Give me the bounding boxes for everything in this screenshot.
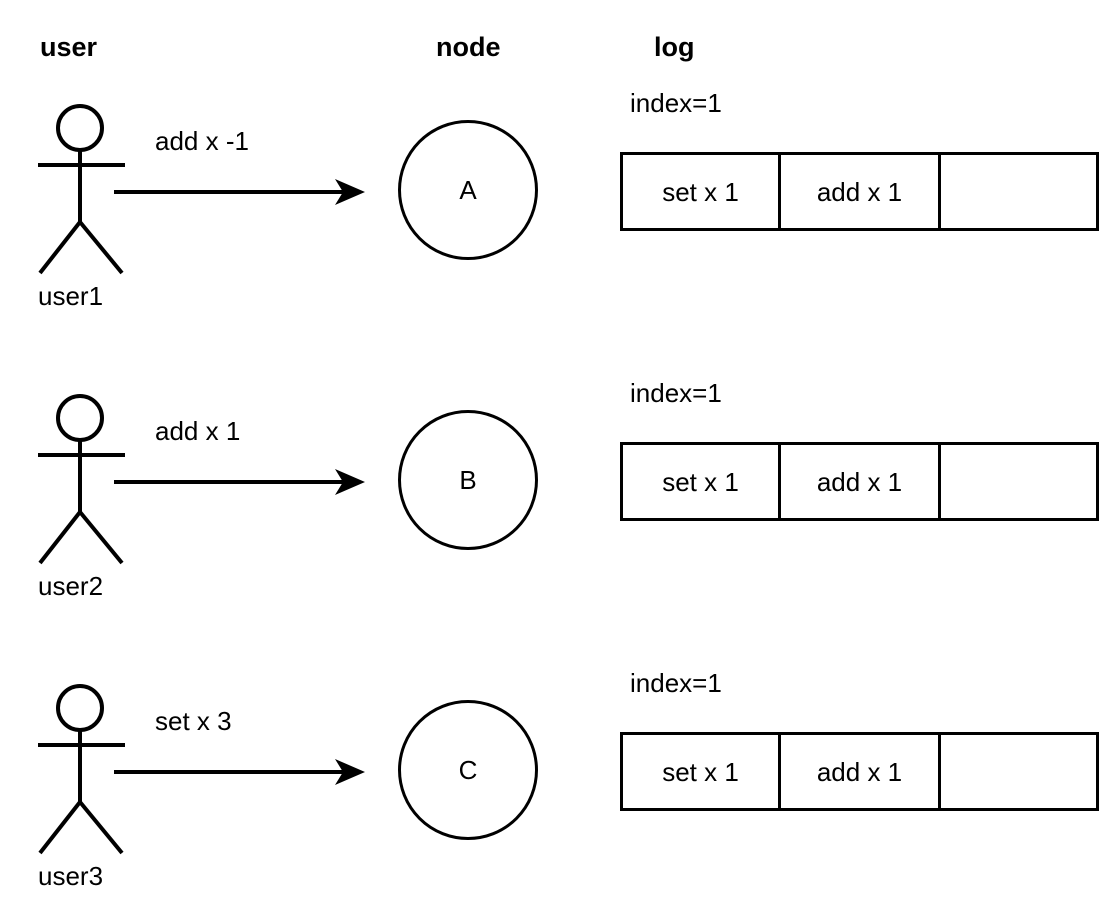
diagram-row: user2 add x 1 B index=1 set x 1 add x 1 [0,290,1118,599]
log-cell-empty [941,735,1096,808]
stick-figure-icon [30,100,140,280]
actor-label: user1 [38,281,104,311]
log-cell-empty [941,445,1096,518]
message-label: add x -1 [155,126,249,156]
log-index-label: index=1 [630,378,722,408]
log-cell: set x 1 [623,445,781,518]
actor-label: user3 [38,861,104,891]
actor-label: user2 [38,571,104,601]
log-cell: add x 1 [781,445,941,518]
log-cell: set x 1 [623,155,781,228]
node-circle: B [398,410,538,550]
stick-figure-icon [30,390,140,570]
column-header-log: log [654,32,695,62]
node-circle: A [398,120,538,260]
stick-figure-icon [30,680,140,860]
column-header-user: user [40,32,98,62]
log-cell-empty [941,155,1096,228]
diagram-row: user3 set x 3 C index=1 set x 1 add x 1 [0,580,1118,889]
node-circle: C [398,700,538,840]
node-label: A [459,175,477,205]
log-cell: add x 1 [781,735,941,808]
message-arrow-icon [112,462,378,502]
message-arrow-icon [112,172,378,212]
log-table: set x 1 add x 1 [620,152,1099,231]
diagram-row: user1 add x -1 A index=1 set x 1 add x 1 [0,0,1118,309]
log-index-label: index=1 [630,668,722,698]
message-label: set x 3 [155,706,232,736]
column-header-node: node [436,32,501,62]
log-index-label: index=1 [630,88,722,118]
message-arrow-icon [112,752,378,792]
log-table: set x 1 add x 1 [620,442,1099,521]
log-table: set x 1 add x 1 [620,732,1099,811]
node-label: B [459,465,477,495]
node-label: C [458,755,478,785]
message-label: add x 1 [155,416,241,446]
log-cell: add x 1 [781,155,941,228]
log-cell: set x 1 [623,735,781,808]
